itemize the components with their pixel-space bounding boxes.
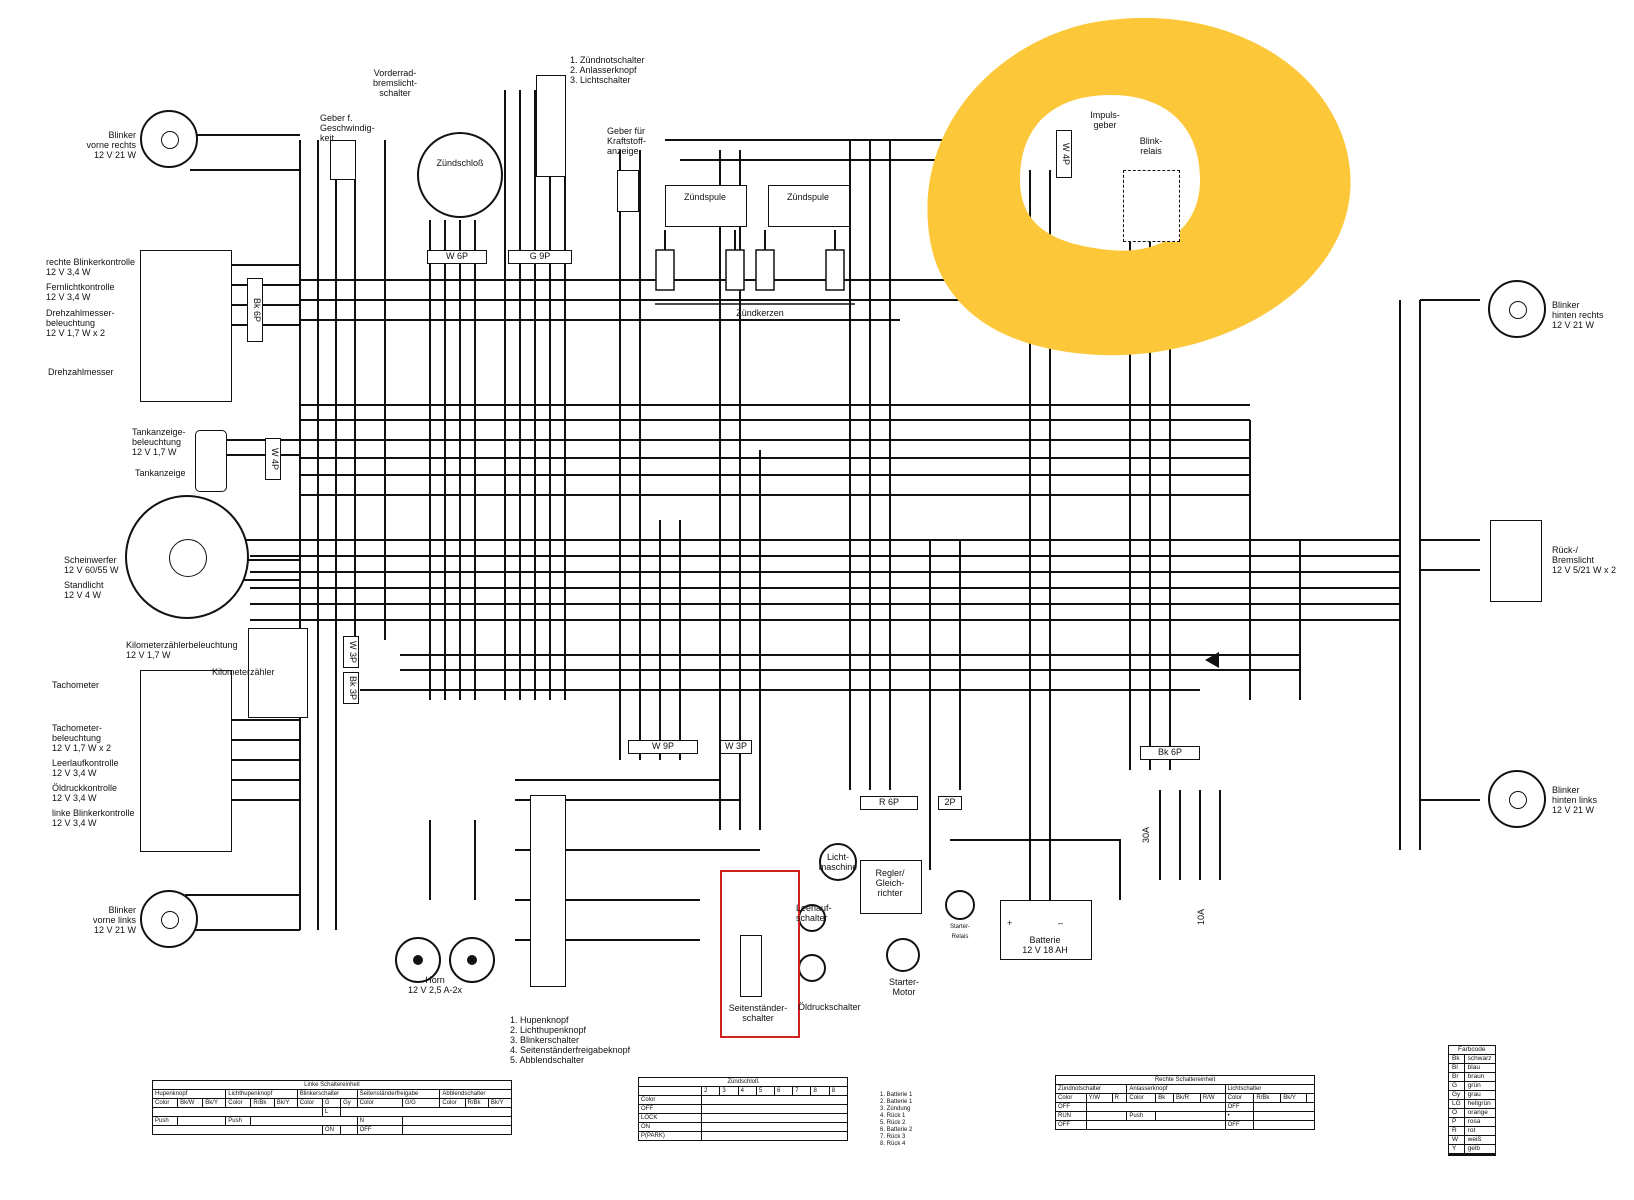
label-fuel-gauge: Tankanzeige [135, 468, 186, 478]
connector-bk6p-right: Bk 6P [1140, 746, 1200, 760]
odometer-box [248, 628, 308, 718]
blinker-relay-box [1123, 170, 1180, 242]
blinker-rear-right-lamp [1488, 280, 1546, 338]
label-battery-minus: – [1058, 918, 1064, 928]
label-alternator: Licht-maschine [818, 852, 858, 872]
label-pulse-generator: Impuls-geber [1090, 110, 1120, 130]
connector-w9p: W 9P [628, 740, 698, 754]
yellow-highlight-marker [927, 17, 1351, 356]
battery-box [1000, 900, 1092, 960]
label-blinker-relay: Blink-relais [1139, 136, 1163, 156]
connector-w3p-upper: W 3P [343, 636, 359, 668]
ignition-coil-2 [768, 185, 850, 227]
label-speedometer: Tachometer [52, 680, 100, 690]
speed-sensor-box [330, 140, 356, 180]
speedometer-box [140, 670, 232, 852]
label-ignition-coil-1: Zündspule [683, 192, 727, 202]
label-oil-pressure-switch: Öldruckschalter [798, 1002, 861, 1012]
regulator-rectifier-box [860, 860, 922, 914]
connector-w4p-right: W 4P [1056, 130, 1072, 178]
fuel-gauge-box [195, 430, 227, 492]
label-front-brake-switch: Vorderrad-bremslicht-schalter [372, 68, 417, 98]
blinker-front-left-lamp [140, 890, 198, 948]
label-tachometer: Drehzahlmesser [48, 367, 114, 377]
right-handlebar-switch-box [536, 75, 566, 177]
label-starter-relay: Starter-Relais [949, 924, 970, 940]
fuel-sender-box [617, 170, 639, 212]
connector-w4p-left: W 4P [265, 438, 281, 480]
label-spark-plugs: Zündkerzen [736, 308, 784, 318]
connector-2p: 2P [938, 796, 962, 810]
label-ignition-switch: Zündschloß [436, 158, 484, 168]
label-battery-plus: + [1007, 918, 1013, 928]
tail-light-box [1490, 520, 1542, 602]
label-neutral-switch: Leerlauf-schalter [796, 903, 832, 923]
label-ignition-coil-2: Zündspule [786, 192, 830, 202]
blinker-front-right-lamp [140, 110, 198, 168]
side-stand-switch-highlight [720, 870, 800, 1038]
connector-r6p: R 6P [860, 796, 918, 810]
label-fuse-30a: 30A [1141, 826, 1152, 844]
label-regulator: Regler/Gleich-richter [875, 868, 905, 898]
connector-bk3p: Bk 3P [343, 672, 359, 704]
headlight-lamp [125, 495, 249, 619]
label-fuse-10a: 10A [1196, 908, 1207, 926]
blinker-rear-left-lamp [1488, 770, 1546, 828]
ignition-coil-1 [665, 185, 747, 227]
connector-w6p: W 6P [427, 250, 487, 264]
label-side-stand-switch: Seitenständer-schalter [728, 1003, 788, 1023]
connector-w3p-lower: W 3P [720, 740, 752, 754]
instrument-cluster-box [140, 250, 232, 402]
connector-bk6p-left: Bk 6P [247, 278, 263, 342]
label-odometer: Kilometerzähler [212, 667, 275, 677]
label-starter-motor: Starter-Motor [888, 977, 919, 997]
left-handlebar-switch-box [530, 795, 566, 987]
label-speed-sensor: Geber f.Geschwindig-keit [320, 113, 375, 143]
connector-g9p: G 9P [508, 250, 572, 264]
side-stand-switch-box [740, 935, 762, 997]
